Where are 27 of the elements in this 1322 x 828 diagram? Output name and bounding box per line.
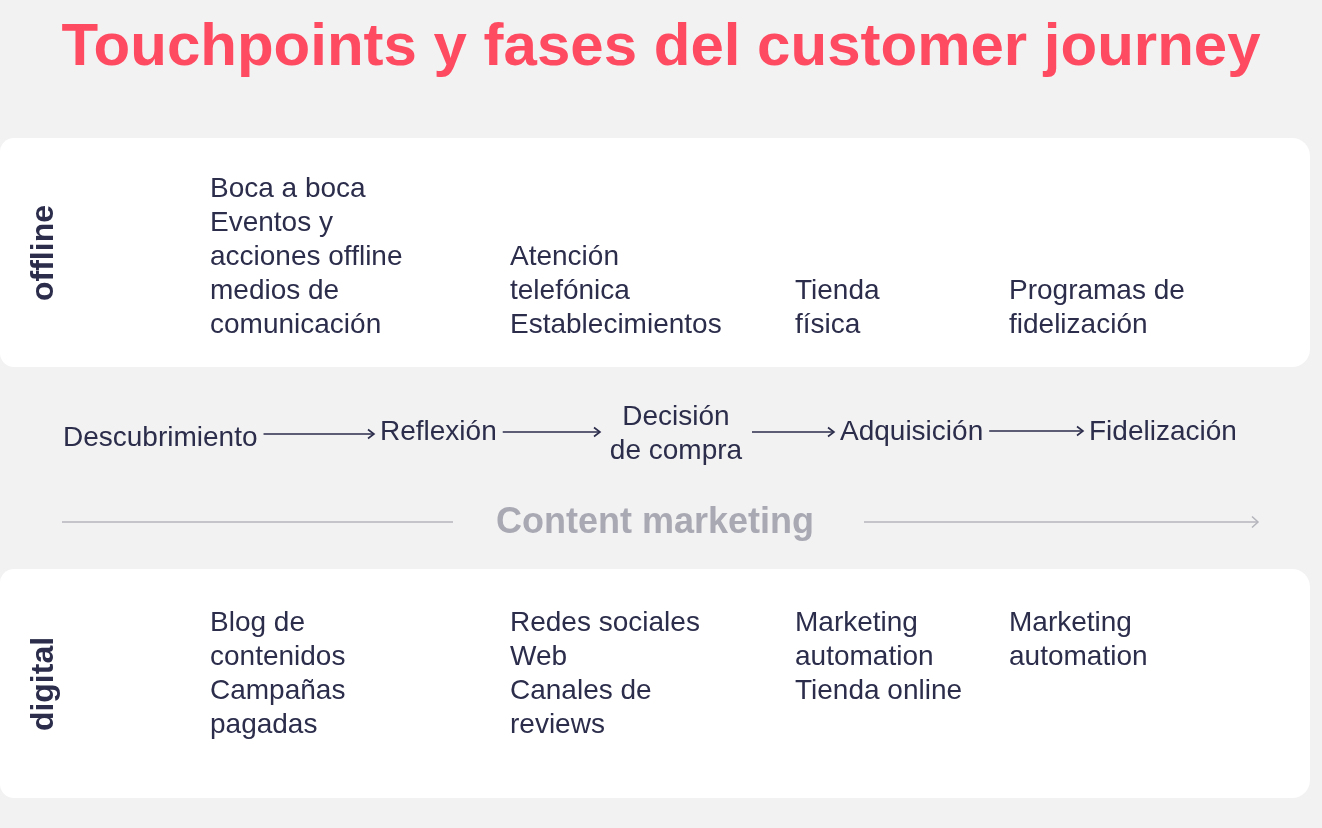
phase-label: Decisión de compra (606, 399, 746, 467)
touchpoint-text: Programas de fidelización (1009, 273, 1186, 341)
touchpoint-text: Tienda online (795, 673, 964, 707)
title: Touchpoints y fases del customer journey (61, 10, 1261, 80)
arrow (262, 428, 375, 440)
touchpoint-text: Boca a boca (210, 171, 367, 205)
phase-label: Reflexión (380, 414, 497, 448)
touchpoint-text: Canales de reviews (510, 673, 653, 741)
touchpoint-text: Atención telefónica (510, 239, 631, 307)
phase-label: Fidelización (1089, 414, 1237, 448)
touchpoint-text: Redes sociales (510, 605, 701, 639)
touchpoint-text: medios de comunicación (210, 273, 383, 341)
arrow (988, 425, 1084, 437)
phase-label: Descubrimiento (63, 420, 258, 454)
arrow (501, 426, 601, 438)
touchpoint-text: Campañas pagadas (210, 673, 347, 741)
touchpoint-text: Web (510, 639, 569, 673)
panel-heading: digital (24, 636, 60, 731)
touchpoint-text: Tienda física (795, 273, 881, 341)
touchpoint-text: Marketing automation (1009, 605, 1149, 673)
touchpoint-text: Establecimientos (510, 307, 723, 341)
phase-label: Adquisición (840, 414, 984, 448)
stage-label: Content marketing (496, 500, 814, 542)
panel-heading: offline (24, 204, 60, 301)
touchpoint-text: Blog de contenidos (210, 605, 347, 673)
touchpoint-text: Marketing automation (795, 605, 935, 673)
arrow (751, 426, 835, 438)
